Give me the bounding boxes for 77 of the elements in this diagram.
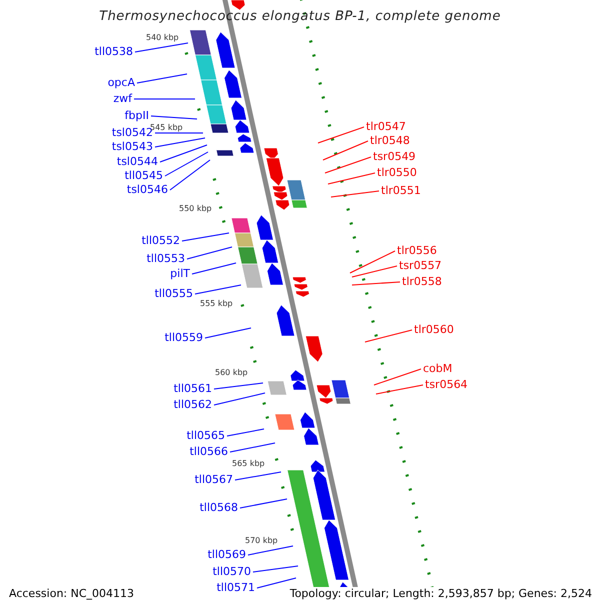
- gene-label: cobM: [423, 362, 452, 375]
- gene-label: tsl0544: [116, 155, 158, 168]
- gene-label: tsr0557: [399, 259, 442, 272]
- leader-line: [204, 328, 252, 338]
- leader-line: [352, 282, 400, 286]
- leader-line: [352, 266, 398, 278]
- leader-line: [194, 284, 242, 294]
- scale-label: 555 kbp: [200, 299, 233, 308]
- gene-label: tll0552: [142, 234, 180, 247]
- leader-line: [252, 566, 298, 572]
- leader-line: [134, 42, 188, 52]
- genome-summary: Topology: circular; Length: 2,593,857 bp; Genes: 2,524: [290, 587, 592, 600]
- gene-label: tsl0543: [112, 140, 153, 153]
- leader-line: [234, 472, 282, 480]
- leader-line: [248, 546, 294, 556]
- accession-text: Accession: NC_004113: [9, 587, 134, 600]
- leader-line: [364, 330, 412, 342]
- gene-label: tlr0547: [366, 120, 406, 133]
- gene-label: tll0567: [194, 473, 233, 486]
- leader-line: [136, 74, 188, 84]
- scale-label: 545 kbp: [150, 123, 183, 132]
- leader-line: [256, 578, 296, 588]
- gene-label: opcA: [108, 76, 135, 89]
- leader-line: [328, 172, 376, 184]
- leader-line: [214, 382, 264, 390]
- gene-label: tlr0548: [370, 134, 410, 147]
- gene-label: tsl0546: [126, 183, 168, 196]
- leader-line: [376, 384, 424, 394]
- leader-line: [170, 160, 210, 190]
- gene-label: tlr0556: [397, 244, 437, 257]
- gene-label: tlr0551: [381, 184, 421, 197]
- gene-label: tlr0550: [377, 166, 417, 179]
- leader-line: [186, 246, 232, 260]
- gene-label: tll0559: [164, 331, 203, 344]
- leader-line: [164, 152, 208, 176]
- gene-label: tll0569: [208, 548, 246, 561]
- leader-line: [374, 368, 422, 386]
- gene-label: tll0565: [186, 429, 225, 442]
- leader-line: [154, 132, 204, 134]
- title: Thermosynechococcus elongatus BP-1, complete genome: [98, 10, 502, 23]
- leader-line: [350, 250, 396, 274]
- gene-label: tll0566: [190, 445, 228, 458]
- leader-line: [330, 190, 380, 198]
- scale-label: 560 kbp: [215, 368, 248, 377]
- scale-label: 565 kbp: [232, 459, 265, 468]
- leader-line: [214, 392, 266, 406]
- gene-label: tsr0549: [373, 150, 416, 163]
- scale-label: 540 kbp: [146, 33, 179, 42]
- gene-label: tll0570: [212, 565, 251, 578]
- gene-label: tll0545: [124, 169, 163, 182]
- leader-line: [154, 138, 206, 148]
- scale-label: 550 kbp: [179, 204, 212, 213]
- leader-line: [192, 262, 236, 274]
- gene-label: tll0562: [174, 398, 212, 411]
- leader-line: [240, 498, 288, 508]
- leader-line: [160, 144, 208, 162]
- gene-label: tll0538: [94, 45, 133, 58]
- gene-label: tlr0558: [402, 275, 442, 288]
- leader-line: [324, 156, 372, 174]
- gene-label: tlr0560: [414, 323, 454, 336]
- leader-line: [150, 116, 198, 120]
- gene-label: pilT: [170, 267, 190, 280]
- gene-label: fbpII: [124, 109, 149, 122]
- leader-line: [134, 98, 196, 100]
- leader-line: [318, 126, 364, 144]
- leader-line: [322, 140, 368, 160]
- gene-label: tll0561: [174, 382, 212, 395]
- leader-line: [226, 428, 264, 436]
- gene-label: tll0555: [154, 287, 193, 300]
- gene-label: tll0571: [216, 581, 255, 594]
- gene-label: tsr0564: [425, 378, 468, 391]
- leader-line: [230, 442, 276, 452]
- gene-label: zwf: [113, 92, 132, 105]
- gene-label: tll0568: [200, 501, 238, 514]
- scale-label: 570 kbp: [245, 536, 278, 545]
- leader-line: [182, 232, 230, 242]
- gene-label: tll0553: [146, 252, 185, 265]
